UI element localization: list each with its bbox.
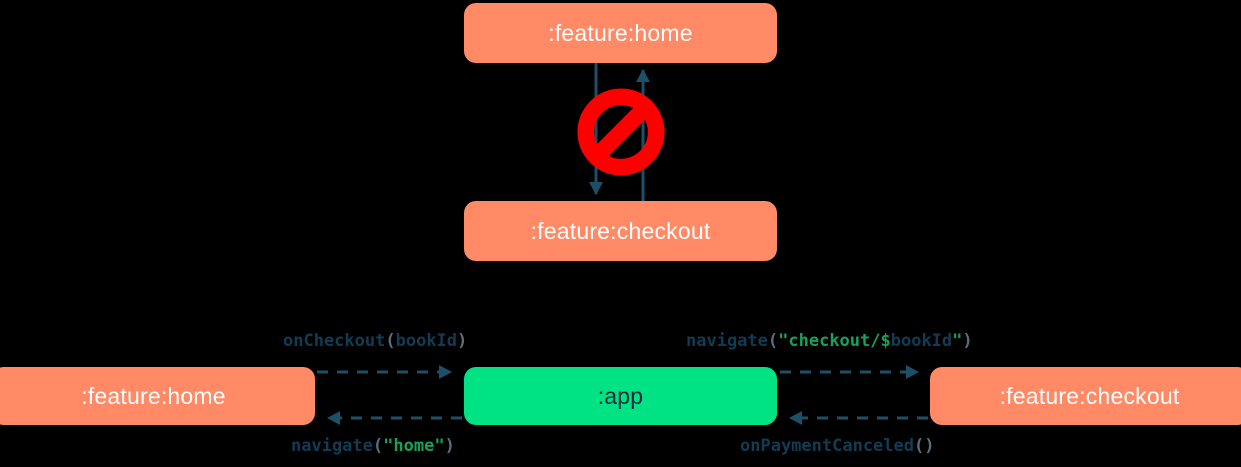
module-node-feature-home-top[interactable]: :feature:home xyxy=(464,3,777,63)
module-node-label: :app xyxy=(597,382,644,409)
code-token-punct: ) xyxy=(457,331,468,351)
module-node-feature-checkout-top[interactable]: :feature:checkout xyxy=(464,201,777,261)
code-token-punct: ( xyxy=(372,436,384,456)
code-token-var: bookId xyxy=(890,331,953,351)
code-token-punct: ( xyxy=(914,436,925,456)
module-node-label: :feature:checkout xyxy=(530,217,711,244)
code-token-str: "home" xyxy=(383,436,445,456)
edge-label-on-payment-canceled: onPaymentCanceled() xyxy=(740,436,935,456)
code-token-var: bookId xyxy=(395,331,458,351)
code-token-str: " xyxy=(952,331,963,351)
module-node-app[interactable]: :app xyxy=(464,367,777,425)
edge-label-navigate-home: navigate("home") xyxy=(291,436,455,456)
edge-label-navigate-checkout: navigate("checkout/$bookId") xyxy=(686,331,973,351)
code-token-fn: onCheckout xyxy=(283,331,386,351)
code-token-fn: navigate xyxy=(686,331,768,351)
module-node-label: :feature:home xyxy=(81,382,226,409)
code-token-str: "checkout/$ xyxy=(778,331,891,351)
code-token-fn: navigate xyxy=(291,436,373,456)
module-node-label: :feature:checkout xyxy=(999,382,1180,409)
code-token-punct: ) xyxy=(444,436,455,456)
code-token-punct: ( xyxy=(767,331,779,351)
forbidden-icon xyxy=(577,88,665,176)
code-token-punct: ) xyxy=(962,331,973,351)
module-node-label: :feature:home xyxy=(548,19,693,46)
code-token-fn: onPaymentCanceled xyxy=(740,436,914,456)
module-node-feature-home-bottom[interactable]: :feature:home xyxy=(0,367,315,425)
module-node-feature-checkout-bottom[interactable]: :feature:checkout xyxy=(930,367,1241,425)
code-token-punct: ( xyxy=(385,331,396,351)
edge-label-on-checkout: onCheckout(bookId) xyxy=(283,331,467,351)
code-token-punct: ) xyxy=(924,436,935,456)
